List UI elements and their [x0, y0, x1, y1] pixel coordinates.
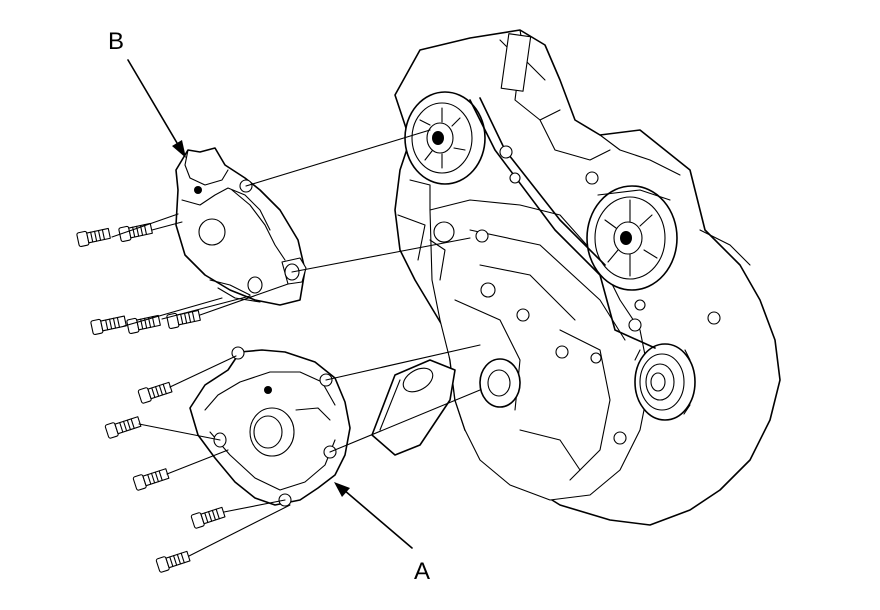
callout-label-b: B: [108, 28, 125, 55]
engine-bolt-heads: [433, 145, 721, 445]
callout-arrow-b: [127, 59, 186, 158]
callout-arrow-a: [334, 482, 413, 549]
callout-label-a: A: [414, 558, 431, 585]
upper-camshaft-pulley: [404, 91, 486, 185]
bolt: [166, 309, 201, 330]
oil-filter-housing: [371, 359, 456, 456]
bolt: [104, 416, 142, 439]
alignment-lines: [111, 129, 481, 557]
timing-belt: [469, 97, 671, 349]
crankshaft-pulley: [634, 343, 696, 421]
bolt: [190, 506, 226, 529]
bolt: [118, 222, 153, 243]
cover-a-bolts: [104, 381, 226, 573]
bolt: [90, 315, 127, 336]
bolt: [76, 227, 111, 248]
right-camshaft-pulley: [586, 185, 678, 291]
idler-pulley: [479, 358, 521, 408]
bolt: [132, 468, 170, 491]
bolt: [155, 550, 191, 573]
bolt: [137, 381, 173, 404]
lower-timing-belt-cover: [189, 346, 351, 507]
upper-timing-belt-cover: [175, 147, 307, 306]
